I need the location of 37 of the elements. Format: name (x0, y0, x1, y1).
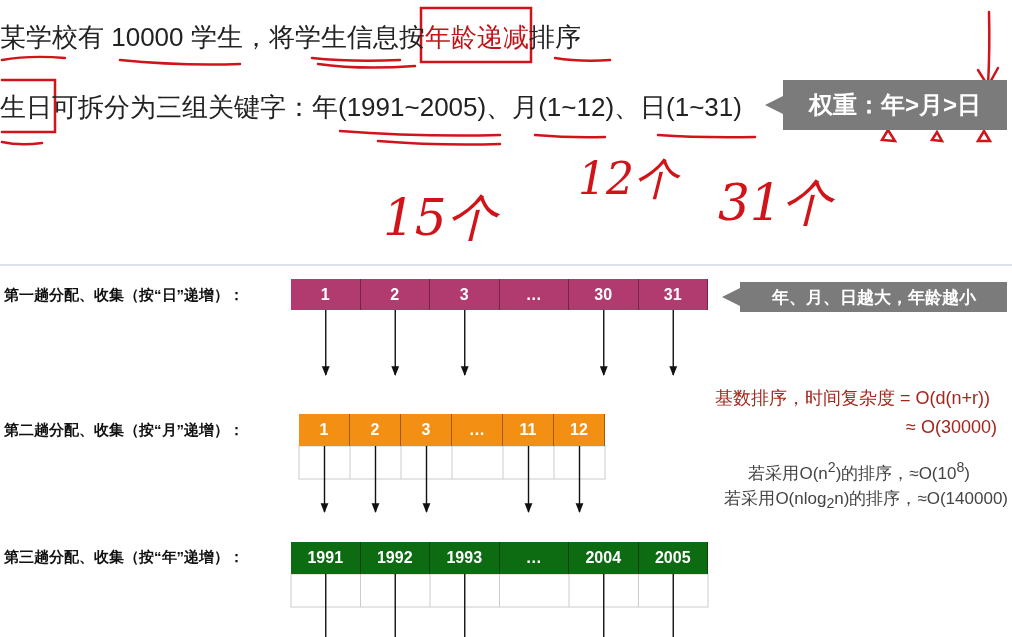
bucket-cell: 1 (291, 279, 361, 310)
bucket-cell: … (452, 414, 503, 446)
callout-box: 权重：年>月>日 (765, 80, 1007, 130)
arrow (371, 445, 380, 513)
bucket-cell: 30 (569, 279, 639, 310)
text-line: 若采用O(nlog$_{2}$n)的排序，≈O(140000) (724, 488, 1008, 512)
callout-box: 年、月、日越大，年龄越小 (722, 282, 1007, 312)
bucket-cell: 31 (638, 279, 708, 310)
arrow (321, 309, 330, 376)
bucket-cell: 1992 (360, 542, 430, 574)
text-line: ≈ O(30000) (906, 417, 997, 438)
bucket-cell: 2004 (569, 542, 639, 574)
text-line: 基数排序，时间复杂度 = O(d(n+r)) (714, 387, 990, 410)
bucket-cell: 1993 (430, 542, 500, 574)
arrow (320, 445, 329, 513)
arrow (460, 309, 469, 376)
bucket-cell: 2 (350, 414, 401, 446)
arrow (391, 309, 400, 376)
row-label: 第二趟分配、收集（按“月”递增）： (4, 421, 244, 440)
arrow (669, 309, 678, 376)
arrow (422, 445, 431, 513)
bucket-cell: 1991 (291, 542, 361, 574)
bucket-cell: 12 (554, 414, 605, 446)
arrow (524, 445, 533, 513)
arrow (599, 309, 608, 376)
bucket-cell: … (499, 279, 569, 310)
bucket-cell: 2 (360, 279, 430, 310)
bucket-cell: 11 (503, 414, 554, 446)
arrow (575, 445, 584, 513)
row-label: 第一趟分配、收集（按“日”递增）： (4, 286, 244, 305)
row-label: 第三趟分配、收集（按“年”递增）： (4, 548, 244, 567)
text-line: 若采用O(n$^{2}$)的排序，≈O(10$^{8}$) (748, 459, 970, 485)
bucket-cell: … (499, 542, 569, 574)
bucket-cell: 1 (299, 414, 350, 446)
bucket-cell: 3 (401, 414, 452, 446)
bucket-cell: 2005 (638, 542, 708, 574)
bucket-cell: 3 (430, 279, 500, 310)
